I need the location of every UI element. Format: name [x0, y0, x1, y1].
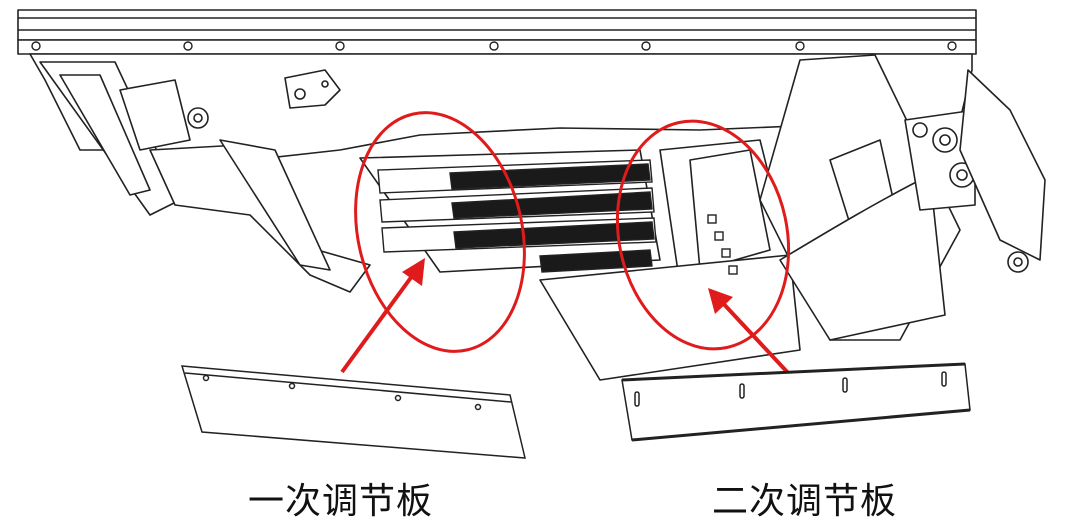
rail-bolts	[31, 41, 957, 51]
primary-plate-label: 一次调节板	[248, 481, 434, 522]
secondary-highlight-ellipse	[615, 119, 791, 351]
secondary-plate-detail	[621, 362, 971, 442]
secondary-plate-bolts	[707, 214, 738, 275]
primary-arrow	[340, 258, 425, 374]
secondary-plate-label: 二次调节板	[712, 481, 898, 522]
primary-plate-detail	[180, 365, 526, 459]
primary-highlight-ellipse	[354, 111, 526, 353]
secondary-arrow	[708, 288, 792, 377]
